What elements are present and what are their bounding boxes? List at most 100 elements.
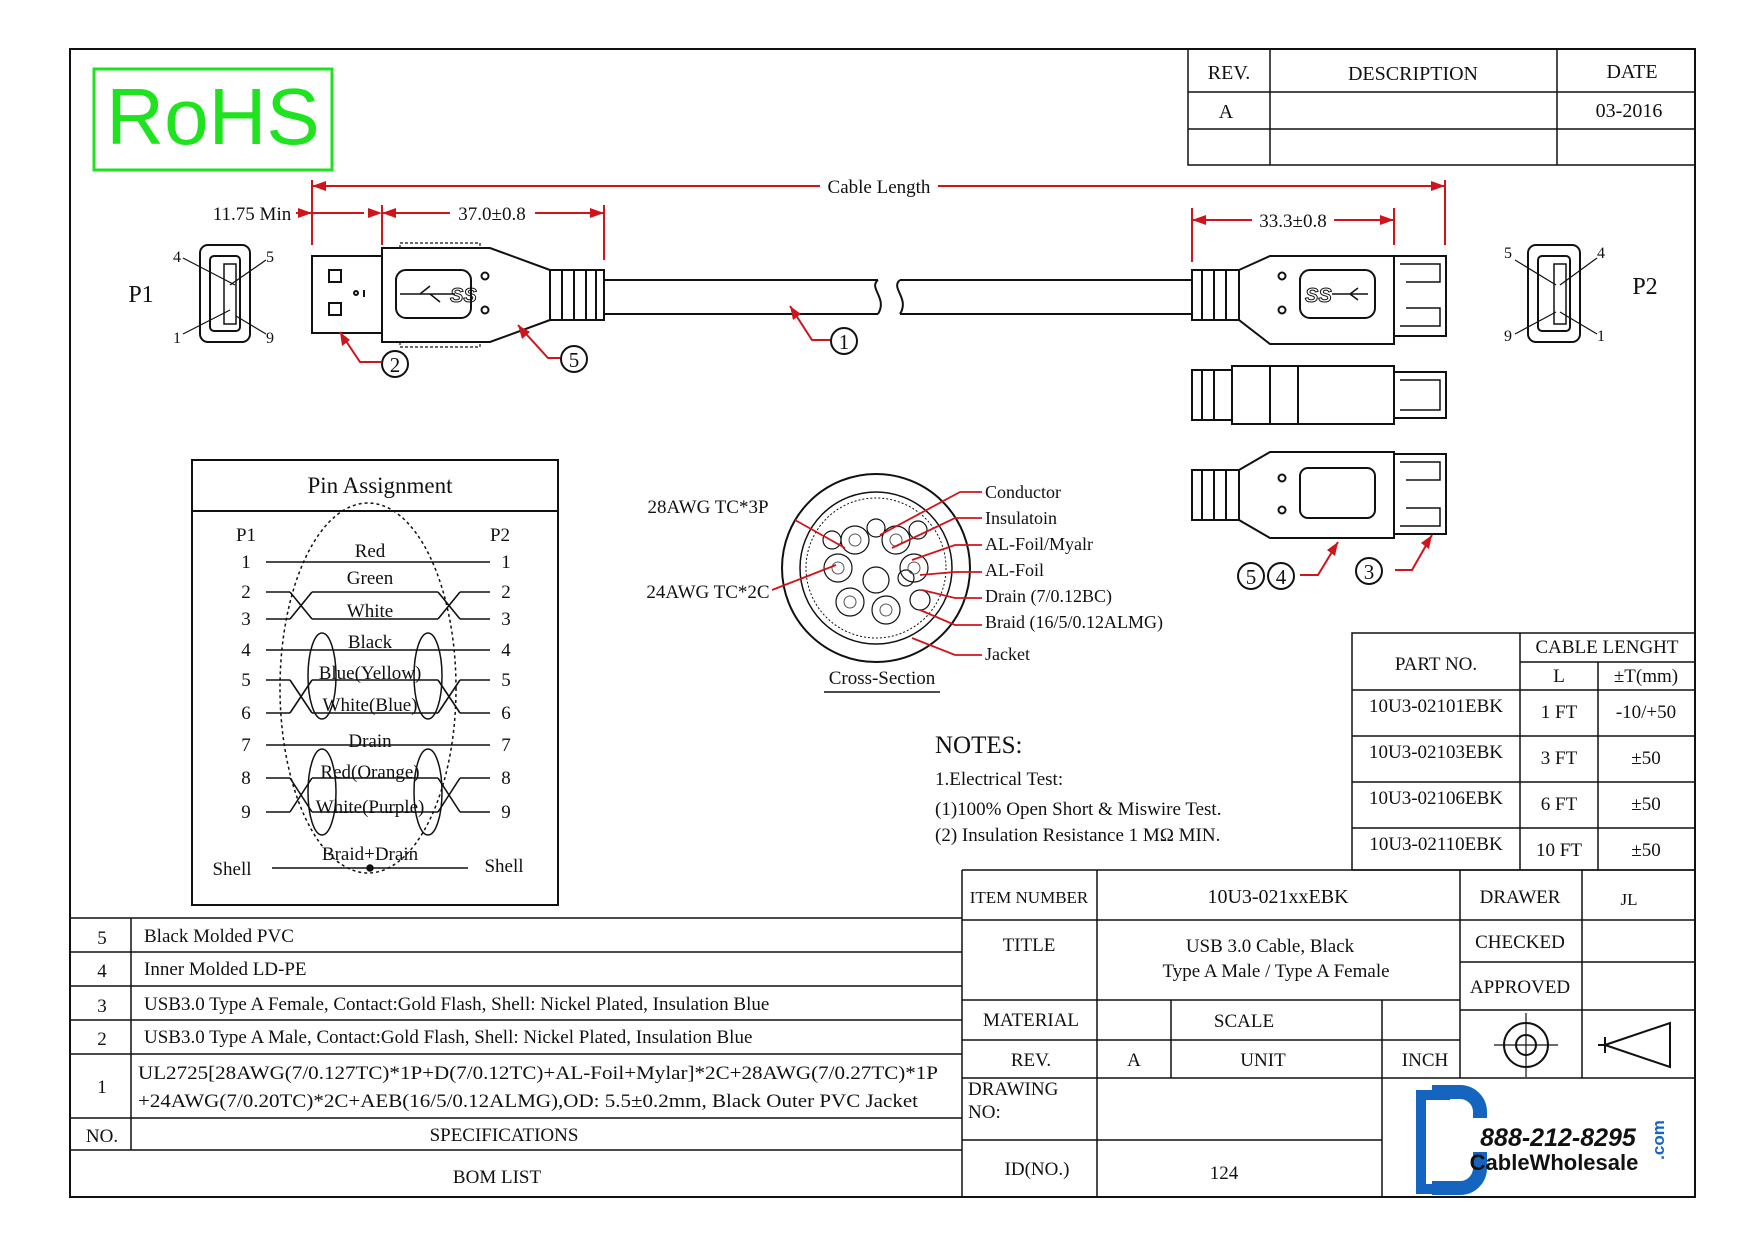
- notes-line-1: 1.Electrical Test:: [935, 769, 1063, 790]
- min-length-label: 11.75 Min: [213, 204, 292, 225]
- cross-section-title: Cross-Section: [829, 668, 936, 689]
- notes-title: NOTES:: [935, 732, 1023, 759]
- bom-spec-1-line2: +24AWG(7/0.20TC)*2C+AEB(16/5/0.12ALMG),O…: [138, 1091, 919, 1112]
- part-no-2: 10U3-02103EBK: [1369, 742, 1503, 763]
- pin-right-7: 7: [501, 735, 511, 756]
- xs-label-6: Braid (16/5/0.12ALMG): [985, 612, 1163, 633]
- pin-shield-ellipses: [279, 502, 457, 874]
- callout-3: 3: [1364, 560, 1375, 584]
- part-tol-4: ±50: [1631, 840, 1660, 861]
- callout-5: 5: [569, 348, 580, 372]
- callout-1: 1: [839, 330, 850, 354]
- wire-label-3: White: [347, 601, 393, 622]
- p2-length-label: 33.3±0.8: [1259, 211, 1326, 232]
- title-block: [962, 869, 1695, 1197]
- pin-right-2: 2: [501, 582, 511, 603]
- p1-pin-9: 9: [266, 330, 274, 347]
- p2-connector-face: [1514, 244, 1598, 343]
- part-no-1: 10U3-02101EBK: [1369, 696, 1503, 717]
- wire-label-7: Drain: [348, 731, 392, 752]
- revision-table: [1187, 48, 1696, 166]
- pin-right-9: 9: [501, 802, 511, 823]
- logo-name: CableWholesale: [1470, 1150, 1639, 1175]
- parts-cable-length-header: CABLE LENGHT: [1535, 637, 1678, 658]
- bom-spec-2: USB3.0 Type A Male, Contact:Gold Flash, …: [144, 1027, 752, 1048]
- pin-right-4: 4: [501, 640, 511, 661]
- p1-connector-face: [182, 244, 267, 343]
- molded-female-part: [1191, 451, 1447, 539]
- wire-label-5: Blue(Yellow): [319, 663, 422, 684]
- pin-left-1: 1: [241, 552, 251, 573]
- callout-arrowheads: [340, 306, 1432, 556]
- shell-left-label: Shell: [212, 859, 251, 880]
- p1-label: P1: [128, 282, 153, 308]
- pin-assignment-box: [191, 459, 559, 906]
- wire-label-1: Red: [355, 541, 386, 562]
- part-tol-3: ±50: [1631, 794, 1660, 815]
- callout-4: 4: [1276, 565, 1287, 589]
- pin-left-6: 6: [241, 703, 251, 724]
- tb-rev-label: REV.: [1011, 1050, 1051, 1071]
- wire-label-4: Black: [348, 632, 393, 653]
- xs-label-2: Insulatoin: [985, 508, 1057, 528]
- drawing-no-label-1: DRAWING: [968, 1079, 1059, 1100]
- callout-2: 2: [390, 353, 401, 377]
- pin-assignment-title: Pin Assignment: [307, 473, 453, 498]
- bom-no-2: 2: [97, 1029, 107, 1050]
- shell-wire: [272, 864, 468, 872]
- pin-left-5: 5: [241, 670, 251, 691]
- wire-label-2: Green: [347, 568, 394, 589]
- id-value: 124: [1210, 1163, 1239, 1184]
- part-no-4: 10U3-02110EBK: [1369, 834, 1503, 855]
- p1-pin-1: 1: [173, 330, 181, 347]
- p1-pin-4: 4: [173, 249, 181, 266]
- bom-no-header: NO.: [86, 1126, 118, 1147]
- wire-3-cross-r: [437, 591, 461, 620]
- item-number-value: 10U3-021xxEBK: [1207, 886, 1349, 908]
- pin-p1-header: P1: [236, 525, 256, 546]
- pin-left-4: 4: [241, 640, 251, 661]
- scale-label: SCALE: [1214, 1011, 1274, 1032]
- drawer-value: JL: [1621, 890, 1638, 909]
- pin-right-6: 6: [501, 703, 511, 724]
- logo-suffix: .com: [1649, 1120, 1668, 1160]
- notes-line-3: (2) Insulation Resistance 1 MΩ MIN.: [935, 825, 1220, 846]
- xs-label-1: Conductor: [985, 482, 1061, 502]
- cable-length-label: Cable Length: [828, 177, 931, 198]
- p1-length-label: 37.0±0.8: [458, 204, 525, 225]
- sheet-border: [69, 48, 1696, 1198]
- part-length-4: 10 FT: [1536, 840, 1582, 861]
- shell-wire-label: Braid+Drain: [322, 844, 419, 865]
- pin-p2-header: P2: [490, 525, 510, 546]
- parts-l-header: L: [1553, 666, 1565, 687]
- dimension-arrows: [298, 181, 1445, 225]
- title-line-1: USB 3.0 Cable, Black: [1186, 936, 1355, 957]
- drawing-no-label-2: NO:: [968, 1102, 1001, 1123]
- bom-spec-4: Inner Molded LD-PE: [144, 959, 307, 980]
- date-value: 03-2016: [1596, 100, 1663, 122]
- approved-label: APPROVED: [1470, 977, 1570, 998]
- inner-mold-part: [1191, 365, 1447, 425]
- bom-spec-header: SPECIFICATIONS: [430, 1125, 579, 1146]
- p2-pin-4: 4: [1597, 245, 1605, 262]
- rohs-text: RoHS: [106, 72, 319, 161]
- p2-pin-1: 1: [1597, 328, 1605, 345]
- bom-no-5: 5: [97, 928, 107, 949]
- rev-value: A: [1219, 101, 1234, 123]
- parts-table: [1351, 632, 1696, 871]
- part-length-1: 1 FT: [1541, 702, 1578, 723]
- title-label: TITLE: [1003, 935, 1056, 956]
- notes-line-2: (1)100% Open Short & Miswire Test.: [935, 799, 1221, 820]
- pin-left-2: 2: [241, 582, 251, 603]
- unit-label: UNIT: [1240, 1050, 1286, 1071]
- xs-label-7: Jacket: [985, 644, 1030, 664]
- cablewholesale-logo: 888-212-8295 CableWholesale .com: [1416, 1085, 1668, 1195]
- part-tol-1: -10/+50: [1616, 702, 1676, 723]
- svg-text:SS: SS: [450, 285, 477, 307]
- wire-label-9: White(Purple): [316, 797, 425, 818]
- cross-section-diagram: [781, 473, 971, 663]
- rohs-mark: RoHS: [92, 67, 334, 172]
